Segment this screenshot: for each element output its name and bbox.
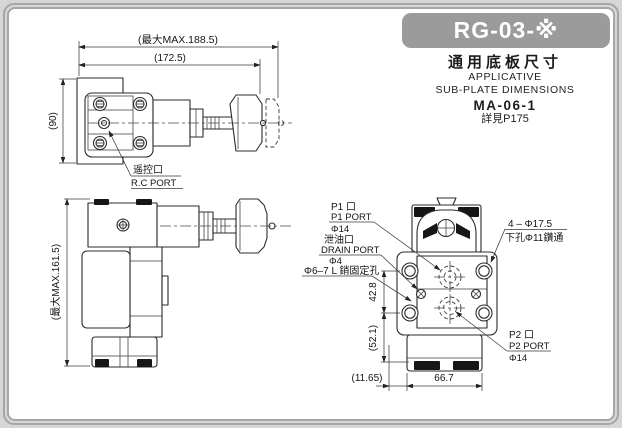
- p1-port-label-en: P1 PORT: [331, 212, 372, 223]
- top-view-drawing: (最大MAX.161.5): [49, 198, 292, 368]
- model-badge: RG-03-※: [402, 13, 610, 48]
- mount-holes-label-2: 下孔Φ11鑽通: [505, 231, 563, 244]
- drain-port-label-dia: Φ4: [329, 256, 342, 267]
- p2-port-hole: [434, 294, 466, 324]
- rc-port-label-cn: 遥控口: [133, 163, 163, 176]
- side-view-drawing: (最大MAX.188.5) (172.5) (90): [48, 33, 292, 189]
- mounting-bolts: [92, 96, 148, 151]
- dim-height: (90): [48, 112, 59, 130]
- dim-lower-height: (52.1): [368, 325, 379, 351]
- pin-holes: [415, 288, 482, 300]
- p2-port-label-cn: P2 口: [509, 330, 534, 341]
- dim-height-max: (最大MAX.161.5): [49, 244, 62, 320]
- drain-port-label-cn: 泄油口: [324, 233, 354, 246]
- p2-port-label-en: P2 PORT: [509, 341, 550, 352]
- subtitle-en-2: SUB-PLATE DIMENSIONS: [435, 84, 575, 96]
- dim-overall-max: (最大MAX.188.5): [138, 33, 218, 46]
- pin-hole-label: Φ6–7 L 銷固定孔: [304, 264, 379, 277]
- p1-port-label-cn: P1 口: [331, 202, 356, 213]
- drain-port-label-en: DRAIN PORT: [321, 245, 380, 256]
- subtitle-cn: 通用底板尺寸: [447, 54, 562, 71]
- subtitle-ref: 詳見P175: [481, 113, 529, 125]
- mount-holes-label-1: 4 – Φ17.5: [508, 219, 553, 230]
- rc-port-label-en: R.C PORT: [131, 178, 176, 189]
- mounting-holes: [401, 262, 493, 322]
- dim-side-offset: (11.65): [352, 373, 383, 384]
- p2-port-label-dia: Φ14: [509, 353, 527, 364]
- subtitle-block: 通用底板尺寸 APPLICATIVE SUB-PLATE DIMENSIONS …: [396, 55, 614, 126]
- model-badge-label: RG-03-※: [453, 17, 559, 43]
- front-view-drawing: 42.8 (52.1) (11.65) 66.7 P1 口 P1 PORT Φ1…: [302, 197, 567, 391]
- dim-hole-spacing: 42.8: [368, 282, 379, 302]
- p1-port-hole: [434, 261, 466, 293]
- dim-body-length: (172.5): [154, 53, 186, 64]
- dim-base-width: 66.7: [434, 373, 454, 384]
- handwheel-top: [235, 198, 268, 254]
- subtitle-en-1: APPLICATIVE: [468, 71, 542, 83]
- subtitle-model: MA-06-1: [473, 98, 537, 113]
- p1-port-label-dia: Φ14: [331, 224, 349, 235]
